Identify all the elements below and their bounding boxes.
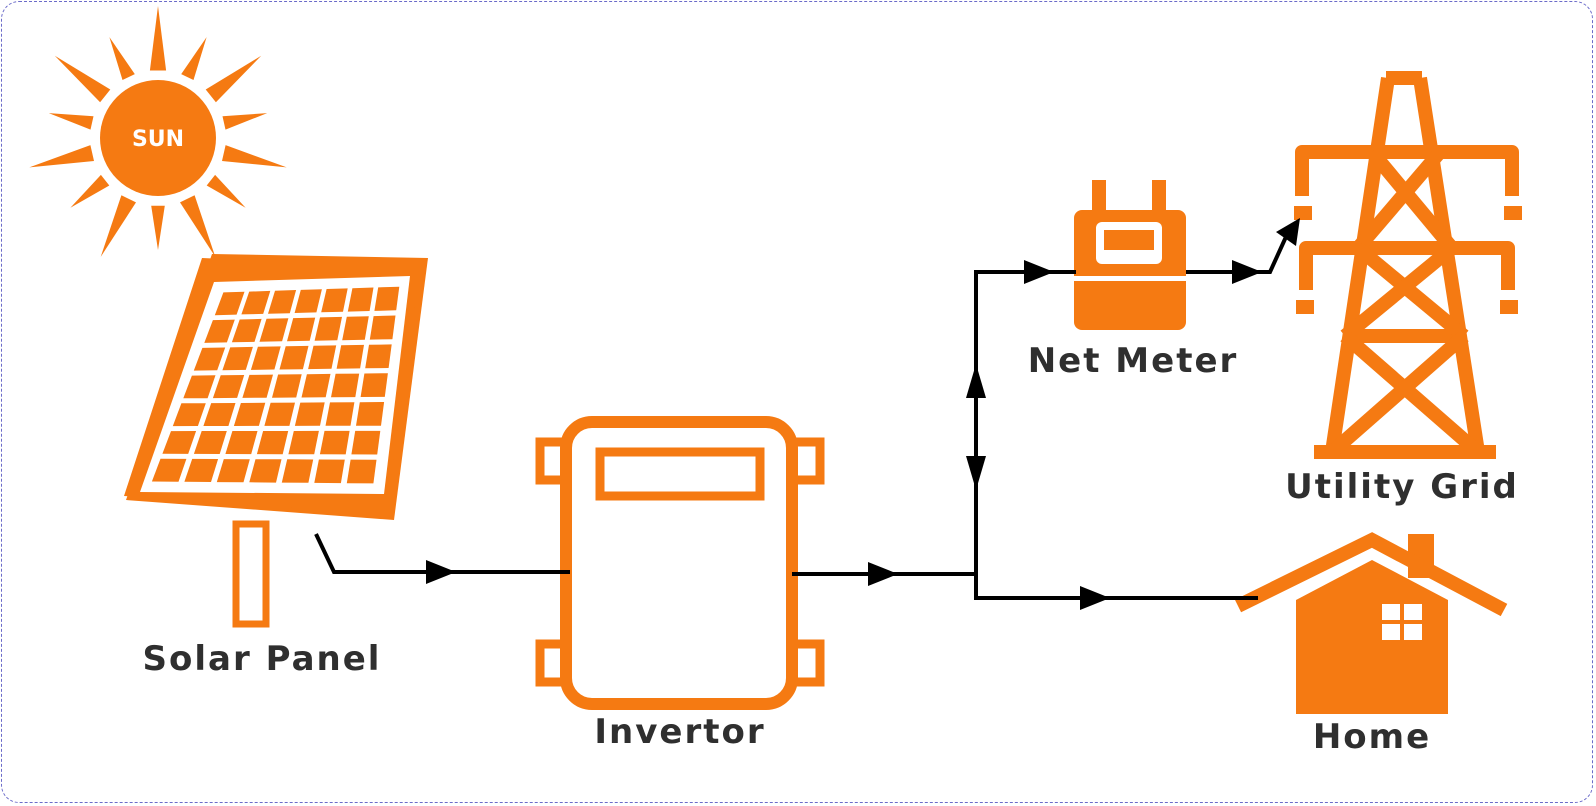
panel-cell bbox=[314, 459, 345, 484]
panel-cell bbox=[151, 458, 187, 482]
panel-cell bbox=[272, 374, 302, 398]
panel-cell bbox=[204, 319, 235, 343]
panel-cell bbox=[294, 402, 325, 426]
sun-ray bbox=[181, 37, 207, 80]
sun-label: SUN bbox=[132, 127, 184, 152]
panel-cell bbox=[193, 347, 226, 371]
panel-cell bbox=[242, 374, 273, 398]
panel-cell bbox=[336, 344, 364, 369]
panel-cell bbox=[342, 316, 369, 341]
panel-cell bbox=[233, 402, 266, 426]
inverter-label: Invertor bbox=[594, 712, 765, 752]
sun-ray bbox=[70, 174, 110, 208]
tower-insulators bbox=[1294, 206, 1522, 314]
panel-cell bbox=[162, 431, 197, 454]
house-icon bbox=[1234, 532, 1508, 714]
panel-cell bbox=[288, 430, 319, 455]
sun-icon: SUN bbox=[29, 6, 287, 257]
panel-cell bbox=[347, 287, 374, 312]
panel-cell bbox=[250, 346, 281, 370]
panel-cell bbox=[212, 375, 245, 399]
sun-ray bbox=[109, 37, 135, 80]
panel-cell bbox=[249, 459, 282, 483]
panel-cell bbox=[241, 290, 271, 315]
panel-cell bbox=[216, 459, 250, 483]
panel-cell bbox=[314, 316, 342, 341]
net-meter-label: Net Meter bbox=[1028, 341, 1239, 381]
panel-cell bbox=[231, 318, 262, 343]
panel-cell bbox=[356, 402, 385, 426]
panel-cell bbox=[321, 288, 348, 313]
sun-ray bbox=[48, 113, 94, 130]
sun-ray bbox=[54, 55, 111, 103]
panel-cell bbox=[281, 459, 314, 483]
panel-cell bbox=[203, 403, 236, 426]
sun-ray bbox=[206, 174, 246, 208]
panel-cell bbox=[222, 346, 253, 371]
sun-ray bbox=[205, 55, 262, 103]
panel-cell bbox=[172, 403, 206, 427]
sun-ray bbox=[222, 113, 268, 130]
sun-ray bbox=[29, 145, 94, 168]
panel-cell bbox=[268, 290, 297, 314]
panel-cell bbox=[308, 345, 337, 370]
connector-inverter-to-junction bbox=[792, 562, 976, 586]
sun-ray bbox=[222, 145, 287, 168]
inverter-icon bbox=[535, 416, 825, 710]
panel-cell bbox=[374, 286, 400, 311]
meter-icon bbox=[1074, 180, 1186, 330]
utility-grid-label: Utility Grid bbox=[1285, 467, 1519, 507]
solar-panel-label: Solar Panel bbox=[143, 639, 382, 679]
panel-cell bbox=[360, 373, 388, 397]
connector-junction-to-meter bbox=[966, 260, 1076, 600]
sun-ray bbox=[180, 195, 216, 257]
transmission-tower-icon bbox=[1295, 71, 1519, 459]
sun-ray bbox=[100, 195, 136, 257]
connector-meter-to-grid bbox=[1186, 218, 1300, 284]
panel-cell bbox=[365, 344, 392, 369]
connector-solar-to-inverter bbox=[314, 533, 570, 584]
panel-cell bbox=[256, 431, 289, 455]
panel-cell bbox=[319, 430, 350, 455]
panel-cell bbox=[264, 402, 295, 426]
sun-ray bbox=[149, 6, 167, 71]
panel-cell bbox=[184, 458, 219, 482]
panel-cell bbox=[183, 375, 216, 399]
solar-panel-icon bbox=[124, 254, 428, 628]
panel-cell bbox=[331, 373, 360, 398]
panel-cell bbox=[346, 459, 377, 484]
panel-cell bbox=[225, 431, 258, 455]
panel-cell bbox=[279, 345, 309, 370]
panel-cell bbox=[294, 289, 322, 313]
panel-cell bbox=[369, 315, 396, 340]
home-label: Home bbox=[1313, 717, 1431, 757]
panel-cell bbox=[325, 402, 355, 426]
connector-junction-to-home bbox=[974, 574, 1258, 610]
panel-cell bbox=[214, 291, 245, 316]
panel-cell bbox=[301, 373, 331, 398]
panel-cell bbox=[351, 430, 381, 455]
panel-cell bbox=[193, 431, 227, 454]
panel-cell bbox=[259, 318, 289, 342]
sun-ray bbox=[151, 205, 165, 250]
panel-cell bbox=[287, 317, 316, 342]
